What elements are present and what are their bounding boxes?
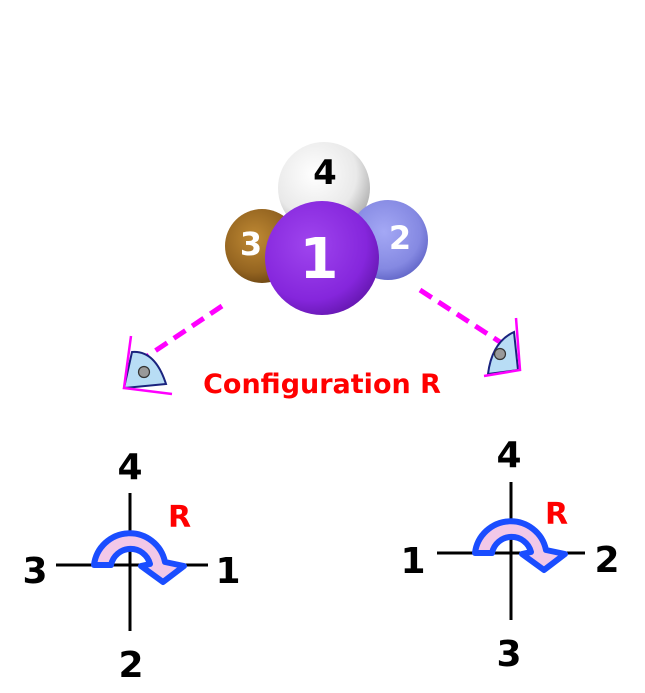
left-projection-top-label: 4 — [117, 447, 142, 488]
atom-1-sphere — [265, 201, 379, 315]
left-rotation-arrow-icon — [91, 530, 187, 585]
atom-4-label: 4 — [313, 153, 337, 193]
right-rotation-arrow-icon — [472, 518, 568, 573]
right-projection-bottom-label: 3 — [496, 634, 521, 675]
atom-1-label: 1 — [300, 227, 339, 292]
left-projection-right-label: 1 — [215, 551, 240, 592]
left-projection-letter: R — [168, 500, 191, 535]
left-projection: R 4 3 1 2 — [22, 447, 240, 686]
right-projection-left-label: 1 — [400, 541, 425, 582]
right-projection-right-label: 2 — [594, 540, 619, 581]
molecule-model: 4 3 2 1 — [225, 142, 428, 315]
right-sight-line — [418, 287, 502, 345]
atom-2-label: 2 — [389, 219, 411, 257]
right-eye-icon — [483, 317, 522, 378]
right-projection-top-label: 4 — [496, 435, 521, 476]
right-projection-letter: R — [545, 497, 568, 532]
left-eye-icon — [122, 335, 173, 396]
left-sight-line — [144, 303, 224, 360]
configuration-caption: Configuration R — [203, 369, 441, 400]
left-projection-bottom-label: 2 — [118, 645, 143, 686]
right-projection: R 4 1 2 3 — [400, 435, 619, 675]
atom-3-label: 3 — [240, 225, 262, 263]
left-projection-left-label: 3 — [22, 551, 47, 592]
